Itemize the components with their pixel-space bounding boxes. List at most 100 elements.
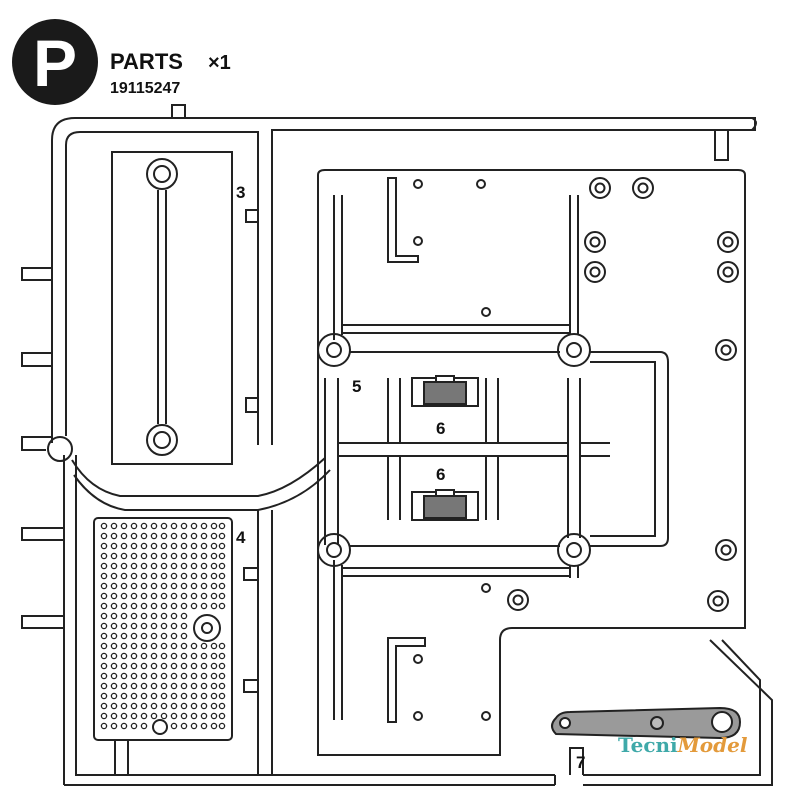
perforation-hole (150, 592, 158, 600)
part-6-upper (411, 375, 479, 407)
part-3-rod (157, 190, 167, 424)
part-6-lower (411, 489, 479, 521)
diagonal-runner (71, 457, 331, 511)
boss-tl-outer (317, 333, 351, 367)
perforation-hole (150, 672, 158, 680)
perforation-hole (200, 532, 208, 540)
perforation-hole (218, 522, 226, 530)
perforation-hole (190, 652, 198, 660)
perforation-hole (130, 652, 138, 660)
part-number: 19115247 (110, 80, 180, 97)
perforation-hole (170, 692, 178, 700)
perforation-hole (170, 622, 178, 630)
perforation-hole (218, 552, 226, 560)
perforation-hole (100, 712, 108, 720)
perforation-hole (110, 552, 118, 560)
perforation-hole (170, 702, 178, 710)
perforation-hole (120, 722, 128, 730)
part-5-vertical-right (567, 378, 581, 538)
perforation-hole (130, 722, 138, 730)
watermark-part2: Model (677, 733, 748, 757)
perforation-hole (160, 632, 168, 640)
perforation-hole (218, 682, 226, 690)
perforation-hole (180, 622, 188, 630)
perforation-hole (120, 652, 128, 660)
perforation-hole (100, 542, 108, 550)
perforation-hole (100, 722, 108, 730)
hole (413, 179, 423, 189)
hole (481, 307, 491, 317)
perforation-hole (100, 602, 108, 610)
sprue-frame (21, 104, 773, 786)
perforation-hole (100, 692, 108, 700)
perforation-hole (120, 602, 128, 610)
perforation-hole (110, 592, 118, 600)
hole (413, 654, 423, 664)
perforation-hole (180, 712, 188, 720)
perforation-hole (218, 582, 226, 590)
perforation-hole (100, 582, 108, 590)
part-6-lower-tab (435, 489, 455, 497)
perforation-hole (200, 712, 208, 720)
perforation-hole (130, 692, 138, 700)
perforation-hole (210, 552, 218, 560)
perforation-hole (170, 602, 178, 610)
perforation-hole (160, 702, 168, 710)
perforation-hole (180, 522, 188, 530)
perforation-hole (110, 532, 118, 540)
perforation-hole (100, 672, 108, 680)
perforation-hole (110, 672, 118, 680)
perforation-hole (180, 722, 188, 730)
perforation-hole (210, 642, 218, 650)
perforation-hole (180, 642, 188, 650)
perforation-hole (130, 612, 138, 620)
boss-tr-inner (566, 342, 582, 358)
perforation-hole (170, 662, 178, 670)
perforation-hole (190, 562, 198, 570)
perforation-hole (210, 522, 218, 530)
perforation-hole (120, 672, 128, 680)
left-runner-inner (65, 131, 259, 445)
ring-hole-inner (720, 544, 732, 556)
perforation-hole (210, 532, 218, 540)
perforation-hole (210, 682, 218, 690)
hole (476, 179, 486, 189)
top-rails (333, 195, 579, 340)
perforation-hole (120, 622, 128, 630)
perforation-hole (120, 562, 128, 570)
perforation-hole (190, 642, 198, 650)
perforation-hole (200, 642, 208, 650)
perforation-hole (170, 652, 178, 660)
perforation-hole (140, 702, 148, 710)
perforation-hole (140, 632, 148, 640)
perforation-hole (160, 562, 168, 570)
perforation-hole (100, 562, 108, 570)
ring-hole-outer (632, 177, 654, 199)
part-4-plate (93, 517, 233, 741)
part-6-upper-label: 6 (436, 419, 445, 438)
perforation-hole (130, 532, 138, 540)
perforation-hole (120, 632, 128, 640)
perforation-hole (100, 572, 108, 580)
perforation-hole (150, 562, 158, 570)
perforation-hole (210, 602, 218, 610)
perforation-hole (190, 692, 198, 700)
perforation-hole (190, 662, 198, 670)
part-4-boss-inner (201, 622, 213, 634)
ring-hole-inner (589, 236, 601, 248)
perforation-hole (160, 692, 168, 700)
perforation-hole (200, 702, 208, 710)
perforation-hole (180, 682, 188, 690)
main-plate-outline (317, 169, 746, 756)
perforation-hole (200, 692, 208, 700)
perforation-hole (190, 602, 198, 610)
perforation-hole (140, 612, 148, 620)
perforation-hole (140, 532, 148, 540)
perforation-hole (200, 542, 208, 550)
part-3-label: 3 (236, 183, 245, 202)
parts-title: PARTS (110, 49, 183, 74)
perforation-hole (200, 592, 208, 600)
perforation-hole (120, 532, 128, 540)
badge-circle (12, 19, 98, 105)
perforation-hole (150, 692, 158, 700)
